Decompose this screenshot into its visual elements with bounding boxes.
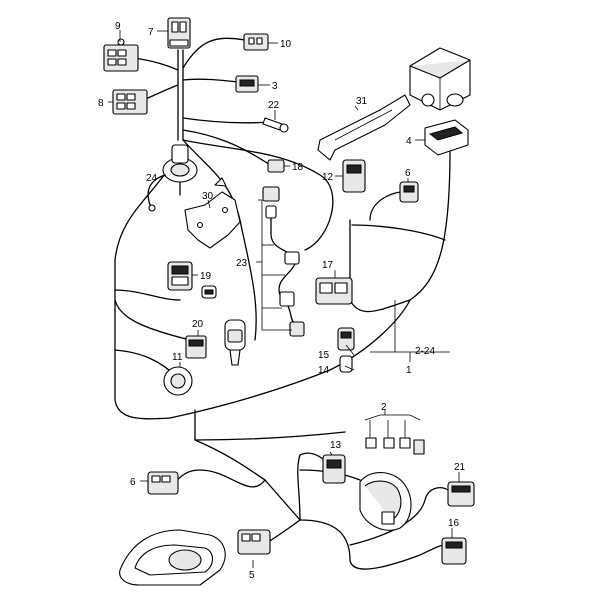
callout-3: 3 xyxy=(272,81,278,92)
callout-4: 4 xyxy=(406,136,412,147)
callout-14: 14 xyxy=(318,365,330,376)
connector-13 xyxy=(322,454,346,484)
callout-8: 8 xyxy=(98,98,104,109)
callout-16: 16 xyxy=(448,518,460,529)
callout-5: 5 xyxy=(249,570,255,581)
callout-10: 10 xyxy=(280,39,292,50)
connector-12 xyxy=(342,159,366,193)
callout-12: 12 xyxy=(322,172,334,183)
bracket-30 xyxy=(184,177,241,249)
fuses-2 xyxy=(364,414,425,455)
callout-15: 15 xyxy=(318,350,330,361)
connector-21 xyxy=(447,481,475,507)
headlight xyxy=(119,529,226,586)
connector-19 xyxy=(167,261,193,291)
connector-3 xyxy=(235,75,259,93)
washer-pump xyxy=(224,319,246,366)
grommet-24 xyxy=(147,144,198,212)
bracket-31 xyxy=(317,94,411,161)
callout-7: 7 xyxy=(148,27,154,38)
callout-24: 24 xyxy=(146,173,158,184)
grommet-11 xyxy=(163,366,193,396)
connector-9 xyxy=(103,38,139,72)
leader-lines xyxy=(108,30,460,568)
callout-13: 13 xyxy=(330,440,342,451)
connector-15 xyxy=(337,327,355,373)
connector-4 xyxy=(424,119,469,156)
hydraulic-unit xyxy=(409,47,471,111)
callout-1: 1 xyxy=(406,365,412,376)
sensor-22 xyxy=(262,117,289,133)
callout-6-upper: 6 xyxy=(405,168,411,179)
wire-set-23 xyxy=(256,186,305,337)
callout-2-24: 2-24 xyxy=(415,346,435,357)
callout-17: 17 xyxy=(322,260,334,271)
connector-18 xyxy=(267,159,285,173)
connector-6-upper xyxy=(399,181,419,203)
callout-21: 21 xyxy=(454,462,466,473)
callout-20: 20 xyxy=(192,319,204,330)
connector-7 xyxy=(167,17,191,49)
callout-2: 2 xyxy=(381,402,387,413)
callout-labels: 9 7 10 3 8 22 18 24 30 23 19 20 11 31 4 … xyxy=(98,21,466,581)
callout-23: 23 xyxy=(236,258,248,269)
callout-9: 9 xyxy=(115,21,121,32)
connector-8 xyxy=(112,89,148,115)
connector-6-lower xyxy=(147,471,179,495)
callout-6-lower: 6 xyxy=(130,477,136,488)
connector-20 xyxy=(185,335,207,359)
connector-5 xyxy=(237,529,271,555)
callout-31: 31 xyxy=(356,96,368,107)
callout-18: 18 xyxy=(292,162,304,173)
callout-22: 22 xyxy=(268,100,280,111)
callout-30: 30 xyxy=(202,191,214,202)
callout-19: 19 xyxy=(200,271,212,282)
connector-10 xyxy=(243,33,269,51)
connector-16 xyxy=(441,537,467,565)
connector-17 xyxy=(315,277,353,305)
switch-small xyxy=(201,285,217,299)
horn-unit xyxy=(359,472,412,531)
callout-11: 11 xyxy=(172,352,183,363)
